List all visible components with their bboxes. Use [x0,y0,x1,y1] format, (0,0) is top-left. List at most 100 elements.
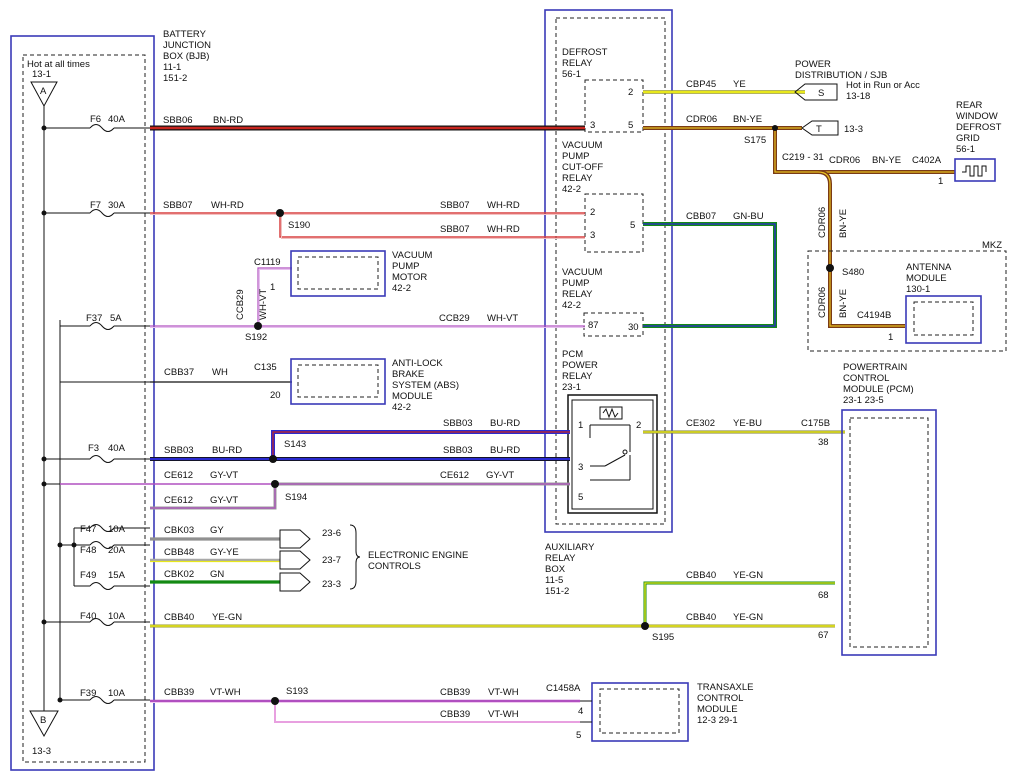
svg-text:1: 1 [270,282,275,293]
svg-text:130-1: 130-1 [906,284,930,295]
svg-text:TRANSAXLE: TRANSAXLE [697,682,754,693]
svg-text:VT-WH: VT-WH [488,709,519,720]
svg-text:1: 1 [938,176,943,187]
svg-text:C175B: C175B [801,418,830,429]
svg-text:Hot in Run or Acc: Hot in Run or Acc [846,80,920,91]
svg-text:S194: S194 [285,492,307,503]
svg-text:SBB07: SBB07 [440,200,470,211]
svg-text:GN: GN [210,569,224,580]
svg-text:F48: F48 [80,545,96,556]
svg-text:CONTROL: CONTROL [843,373,889,384]
svg-text:BU-RD: BU-RD [490,418,520,429]
svg-text:56-1: 56-1 [562,69,581,80]
svg-text:BATTERY: BATTERY [163,29,207,40]
svg-text:42-2: 42-2 [562,300,581,311]
svg-text:3: 3 [590,120,595,131]
svg-text:T: T [816,124,822,135]
svg-text:13-18: 13-18 [846,91,870,102]
svg-text:PUMP: PUMP [562,151,589,162]
fuse-icon [89,455,115,463]
svg-text:4: 4 [578,706,583,717]
svg-text:56-1: 56-1 [956,144,975,155]
svg-text:3: 3 [590,230,595,241]
rear-window-defrost-grid: REAR WINDOW DEFROST GRID 56-1 [954,100,1002,182]
svg-text:GY-YE: GY-YE [210,547,239,558]
svg-text:C1458A: C1458A [546,683,581,694]
antenna-module-mkz: MKZ ANTENNA MODULE 130-1 C4194B 1 [807,240,1007,352]
svg-text:C402A: C402A [912,155,942,166]
svg-text:CBB48: CBB48 [164,547,194,558]
svg-text:BU-RD: BU-RD [212,445,242,456]
svg-text:CBB40: CBB40 [164,612,194,623]
svg-text:CUT-OFF: CUT-OFF [562,162,603,173]
svg-text:BRAKE: BRAKE [392,369,424,380]
svg-text:151-2: 151-2 [545,586,569,597]
svg-text:MKZ: MKZ [982,240,1002,251]
svg-text:C4194B: C4194B [857,310,891,321]
svg-text:WH-RD: WH-RD [211,200,244,211]
svg-text:CONTROL: CONTROL [697,693,743,704]
svg-text:CBB37: CBB37 [164,367,194,378]
svg-text:CBK03: CBK03 [164,525,194,536]
svg-text:10A: 10A [108,524,126,535]
svg-text:MODULE: MODULE [697,704,738,715]
svg-text:RELAY: RELAY [562,173,593,184]
svg-text:S: S [818,88,824,99]
svg-text:67: 67 [818,630,829,641]
svg-text:S175: S175 [744,135,766,146]
svg-text:13-3: 13-3 [32,746,51,757]
svg-text:151-2: 151-2 [163,73,187,84]
svg-text:GY: GY [210,525,224,536]
svg-text:12-3 29-1: 12-3 29-1 [697,715,738,726]
svg-text:CCB29: CCB29 [439,313,470,324]
svg-text:CBB07: CBB07 [686,211,716,222]
svg-text:DEFROST: DEFROST [956,122,1002,133]
svg-text:YE-GN: YE-GN [733,570,763,581]
svg-text:ELECTRONIC ENGINE: ELECTRONIC ENGINE [368,550,468,561]
svg-text:RELAY: RELAY [545,553,576,564]
svg-text:F3: F3 [88,443,99,454]
svg-text:CBB40: CBB40 [686,570,716,581]
svg-text:23-1: 23-1 [562,382,581,393]
svg-text:B: B [40,715,46,726]
svg-text:13-3: 13-3 [844,124,863,135]
svg-text:CONTROLS: CONTROLS [368,561,421,572]
svg-text:10A: 10A [108,688,126,699]
svg-text:MODULE (PCM): MODULE (PCM) [843,384,914,395]
svg-text:23-3: 23-3 [322,579,341,590]
svg-text:20: 20 [270,390,281,401]
svg-text:F37: F37 [86,313,102,324]
svg-text:CE612: CE612 [164,495,193,506]
svg-text:20A: 20A [108,545,126,556]
svg-text:WH: WH [212,367,228,378]
svg-text:SBB06: SBB06 [163,115,193,126]
svg-text:5: 5 [576,730,581,741]
svg-text:VACUUM: VACUUM [392,250,433,261]
svg-text:YE-GN: YE-GN [212,612,242,623]
abs-module: C135 20 ANTI-LOCK BRAKE SYSTEM (ABS) MOD… [254,358,459,413]
svg-text:VACUUM: VACUUM [562,267,603,278]
svg-text:CE612: CE612 [164,470,193,481]
svg-text:WH-RD: WH-RD [487,224,520,235]
svg-text:VT-WH: VT-WH [210,687,241,698]
svg-text:2: 2 [590,207,595,218]
svg-text:5: 5 [628,120,633,131]
svg-text:1: 1 [578,420,583,431]
power-distribution-sjb: S POWER DISTRIBUTION / SJB Hot in Run or… [794,59,920,102]
svg-text:S480: S480 [842,267,864,278]
splice-dot [276,209,284,217]
svg-text:F7: F7 [90,200,101,211]
svg-text:CBK02: CBK02 [164,569,194,580]
svg-text:C219 - 31: C219 - 31 [782,152,824,163]
svg-text:SBB03: SBB03 [443,418,473,429]
svg-text:5: 5 [578,492,583,503]
svg-text:BU-RD: BU-RD [490,445,520,456]
svg-text:2: 2 [636,420,641,431]
fuse-icon [89,124,115,132]
svg-text:REAR: REAR [956,100,983,111]
fuse-icon [89,618,115,626]
svg-text:C1119: C1119 [254,257,281,268]
svg-text:42-2: 42-2 [562,184,581,195]
svg-text:38: 38 [818,437,829,448]
